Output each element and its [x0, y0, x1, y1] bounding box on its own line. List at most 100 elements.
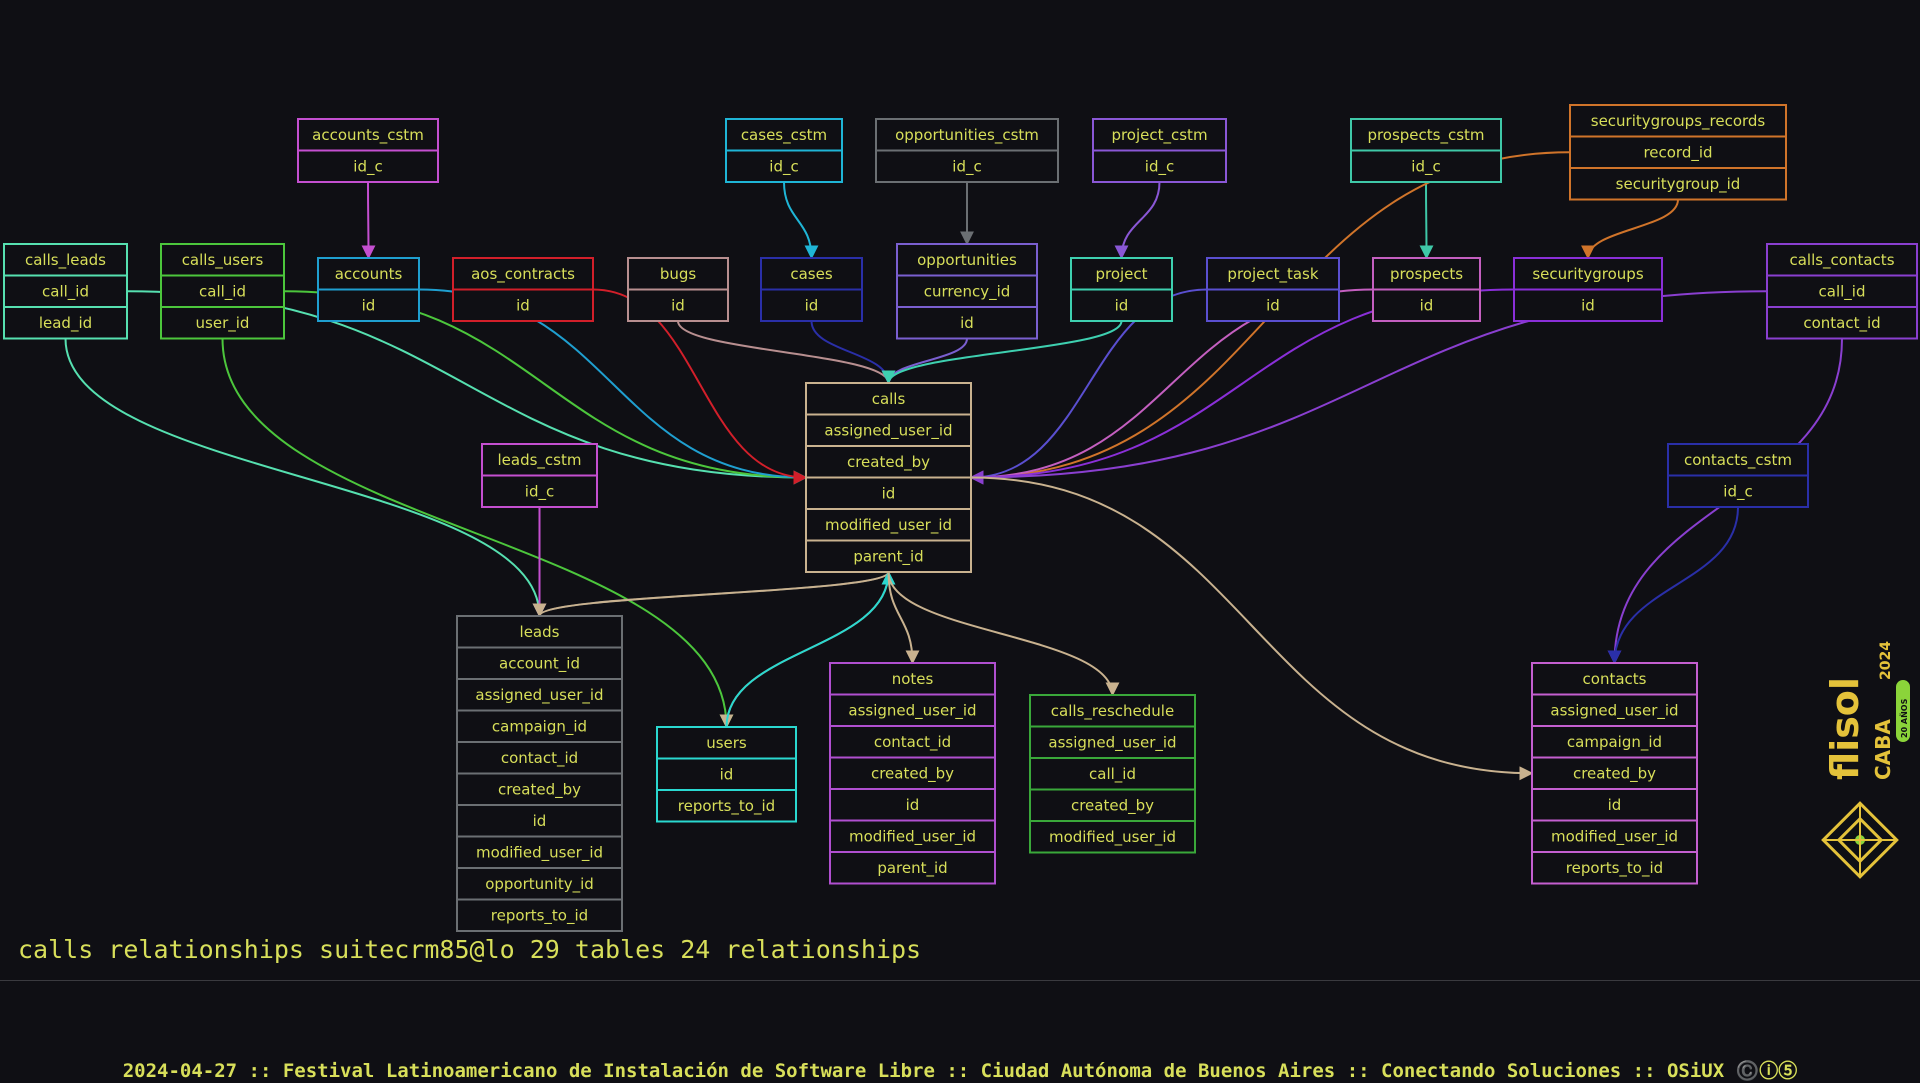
table-field-cell — [805, 413, 972, 447]
table-field: modified_user_id — [476, 843, 603, 862]
edge-calls-to-leads — [532, 571, 890, 618]
table-field-cell — [452, 288, 594, 322]
table-header-cell — [3, 243, 128, 277]
table-field: id — [1581, 296, 1595, 314]
table-field: id_c — [525, 482, 554, 501]
table-name: securitygroups_records — [1591, 112, 1766, 131]
table-field-cell — [481, 474, 598, 508]
table-field: id — [906, 796, 920, 814]
table-field-cell — [829, 819, 996, 853]
table-name: contacts — [1583, 670, 1647, 688]
table-header-cell — [1667, 443, 1809, 477]
table-field-cell — [297, 149, 439, 183]
table-header-cell — [805, 382, 972, 416]
table-header-cell — [160, 243, 285, 277]
table-field: id — [1266, 296, 1280, 314]
table-header-cell — [1569, 104, 1787, 138]
table-field: id_c — [769, 157, 798, 176]
table-field-cell — [1531, 725, 1698, 759]
table-field-cell — [725, 149, 843, 183]
table-field: assigned_user_id — [1048, 733, 1176, 752]
diagram-caption: calls relationships suitecrm85@lo 29 tab… — [18, 935, 922, 964]
table-field: record_id — [1643, 143, 1712, 162]
table-field-cell — [805, 476, 972, 510]
table-field: assigned_user_id — [848, 701, 976, 720]
edge-calls-to-calls_reschedule — [887, 571, 1120, 697]
edge-calls-to-notes — [887, 571, 920, 665]
logo-brand: flisol — [1823, 677, 1867, 780]
table-field-cell — [805, 539, 972, 573]
table-field: id_c — [353, 157, 382, 176]
edge-bugs-to-calls — [677, 320, 896, 385]
table-field: parent_id — [853, 547, 923, 566]
table-field: securitygroup_id — [1616, 175, 1741, 194]
logo-year: 2024 — [1878, 641, 1894, 680]
table-field: call_id — [42, 282, 89, 301]
table-field: reports_to_id — [678, 797, 775, 816]
table-field-cell — [1569, 167, 1787, 201]
table-field-cell — [805, 508, 972, 542]
table-securitygroups_records: securitygroups_records record_id securityg… — [1569, 104, 1787, 201]
table-field-cell — [456, 898, 623, 932]
table-header-cell — [875, 118, 1059, 152]
table-field-cell — [1372, 288, 1481, 322]
table-field-cell — [1531, 693, 1698, 727]
table-field: campaign_id — [1567, 733, 1662, 752]
table-name: calls_users — [182, 251, 264, 270]
table-field-cell — [456, 772, 623, 806]
table-name: users — [706, 734, 747, 752]
table-field-cell — [627, 288, 729, 322]
table-field: call_id — [1089, 765, 1136, 784]
table-header-cell — [1070, 257, 1173, 291]
edge-prospects_cstm-to-prospects — [1419, 181, 1434, 260]
table-name: notes — [892, 670, 934, 688]
table-name: project_task — [1227, 265, 1318, 284]
table-field: campaign_id — [492, 717, 587, 736]
table-calls_reschedule: calls_rescheduleassigned_user_idcall_idc… — [1029, 694, 1196, 854]
table-field-cell — [1350, 149, 1502, 183]
table-contacts: contactsassigned_user_idcampaign_idcreat… — [1531, 662, 1698, 885]
table-field: created_by — [871, 764, 954, 783]
edge-calls_leads-to-leads — [64, 338, 547, 618]
table-field: modified_user_id — [849, 827, 976, 846]
table-field-cell — [829, 788, 996, 822]
edge-cases_cstm-to-cases — [783, 181, 819, 260]
table-name: accounts_cstm — [312, 126, 424, 145]
table-field: assigned_user_id — [1550, 701, 1678, 720]
table-field: id — [960, 314, 974, 332]
table-field-cell — [875, 149, 1059, 183]
table-field-cell — [456, 646, 623, 680]
table-field: id — [362, 296, 376, 314]
logo-emblem-icon — [1821, 801, 1899, 879]
table-field: account_id — [499, 654, 580, 673]
edge-accounts_cstm-to-accounts — [361, 181, 376, 260]
logo-badge: 20 AÑOS — [1899, 698, 1909, 738]
table-field: assigned_user_id — [475, 686, 603, 705]
table-field-cell — [456, 709, 623, 743]
table-field-cell — [317, 288, 420, 322]
table-name: cases_cstm — [741, 126, 827, 145]
table-notes: notesassigned_user_idcontact_idcreated_b… — [829, 662, 996, 885]
table-field-cell — [1092, 149, 1227, 183]
table-field-cell — [1206, 288, 1340, 322]
table-name: calls_contacts — [1789, 251, 1894, 270]
table-field-cell — [1029, 725, 1196, 759]
table-field: id_c — [1723, 482, 1752, 501]
table-header-cell — [452, 257, 594, 291]
table-name: cases — [790, 265, 832, 283]
footer-text: 2024-04-27 :: Festival Latinoamericano d… — [122, 1060, 1798, 1082]
edge-calls-to-contacts — [970, 476, 1534, 781]
table-header-cell — [297, 118, 439, 152]
table-header-cell — [1766, 243, 1918, 277]
